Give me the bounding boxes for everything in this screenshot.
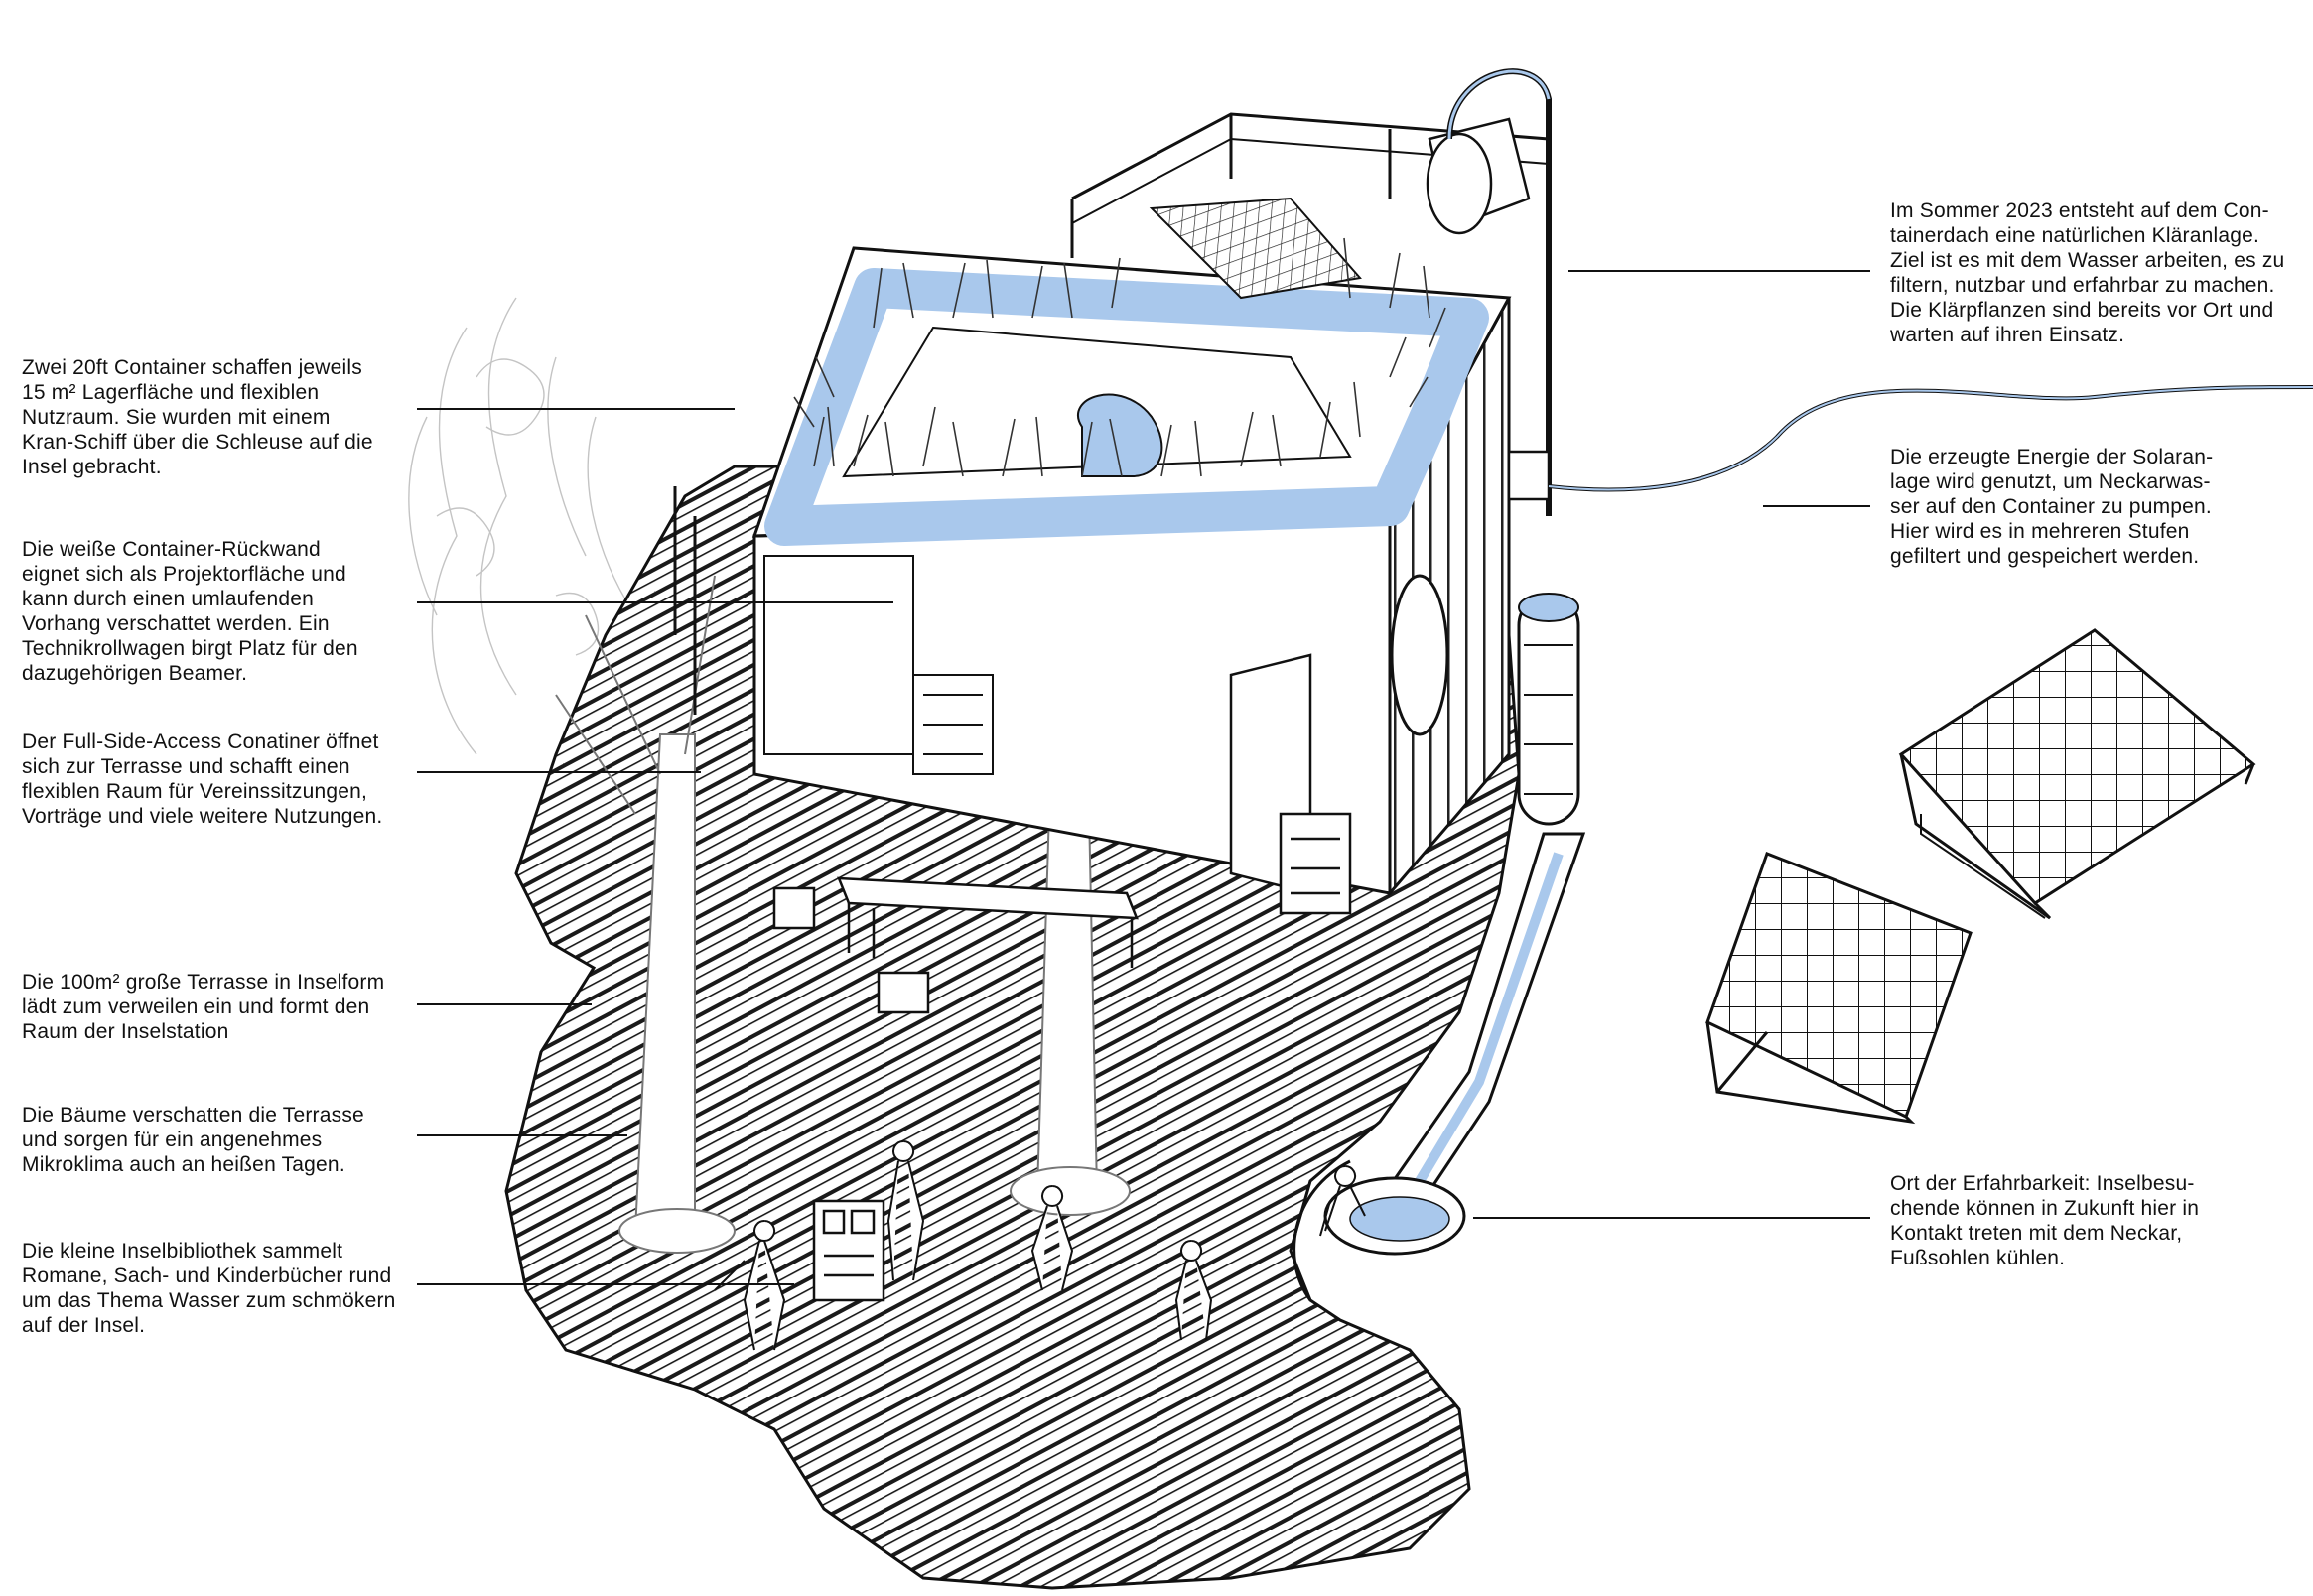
water-system xyxy=(1323,68,2313,1256)
annotation-line: ser auf den Container zu pumpen. xyxy=(1890,495,2212,518)
leader-line-trees xyxy=(417,1134,627,1136)
leader-line-terrace xyxy=(417,1003,592,1005)
annotation-line: Mikroklima auch an heißen Tagen. xyxy=(22,1153,345,1176)
annotation-line: Die Klärpflanzen sind bereits vor Ort un… xyxy=(1890,299,2274,322)
annotation-rear-wall: Die weiße Container-Rückwand eignet sich… xyxy=(22,537,358,686)
roof-wetland xyxy=(751,112,1551,546)
annotation-line: Kontakt treten mit dem Neckar, xyxy=(1890,1222,2183,1245)
annotation-line: lage wird genutzt, um Neckarwas- xyxy=(1890,470,2211,493)
leader-line-side-access xyxy=(417,771,701,773)
annotation-line: eignet sich als Projektorfläche und xyxy=(22,563,346,586)
leader-line-experience xyxy=(1473,1217,1870,1219)
annotation-line: Vorträge und viele weitere Nutzungen. xyxy=(22,805,383,828)
annotation-line: chende können in Zukunft hier in xyxy=(1890,1197,2200,1220)
leader-line-rear-wall xyxy=(417,601,893,603)
annotation-line: tainerdach eine natürlichen Kläranlage. xyxy=(1890,224,2260,247)
annotation-line: lädt zum verweilen ein und formt den xyxy=(22,996,370,1018)
annotation-line: und sorgen für ein angenehmes xyxy=(22,1129,323,1151)
annotation-line: Kran-Schiff über die Schleuse auf die xyxy=(22,431,373,454)
annotation-line: Die kleine Inselbibliothek sammelt xyxy=(22,1240,343,1263)
annotation-line: warten auf ihren Einsatz. xyxy=(1890,324,2125,346)
annotation-line: Die 100m² große Terrasse in Inselform xyxy=(22,971,385,994)
annotation-line: Die Bäume verschatten die Terrasse xyxy=(22,1104,364,1127)
annotation-line: kann durch einen umlaufenden xyxy=(22,588,314,610)
annotation-line: Insel gebracht. xyxy=(22,456,162,478)
leader-line-containers xyxy=(417,408,735,410)
annotation-wetland: Im Sommer 2023 entsteht auf dem Con- tai… xyxy=(1890,199,2284,347)
solar-panel-upper xyxy=(1898,628,2256,920)
annotation-line: Die erzeugte Energie der Solaran- xyxy=(1890,446,2214,468)
container xyxy=(673,297,1511,898)
annotation-line: um das Thema Wasser zum schmökern xyxy=(22,1289,396,1312)
annotation-line: gefiltert und gespeichert werden. xyxy=(1890,545,2200,568)
annotation-line: Hier wird es in mehreren Stufen xyxy=(1890,520,2190,543)
annotation-line: dazugehörigen Beamer. xyxy=(22,662,248,685)
annotation-line: auf der Insel. xyxy=(22,1314,146,1337)
tree-trunk-left xyxy=(555,575,736,1254)
annotation-line: filtern, nutzbar und erfahrbar zu machen… xyxy=(1890,274,2275,297)
annotation-line: Vorhang verschattet werden. Ein xyxy=(22,612,330,635)
annotation-side-access: Der Full-Side-Access Conatiner öffnet si… xyxy=(22,730,382,829)
annotation-line: 15 m² Lagerfläche und flexiblen xyxy=(22,381,320,404)
annotation-line: Ort der Erfahrbarkeit: Inselbesu- xyxy=(1890,1172,2195,1195)
library-cart xyxy=(812,1199,885,1302)
annotation-line: Die weiße Container-Rückwand xyxy=(22,538,321,561)
annotation-library: Die kleine Inselbibliothek sammelt Roman… xyxy=(22,1239,396,1338)
people xyxy=(714,1140,1366,1351)
annotation-containers: Zwei 20ft Container schaffen jeweils 15 … xyxy=(22,355,373,479)
annotation-terrace: Die 100m² große Terrasse in Inselform lä… xyxy=(22,970,384,1044)
annotation-line: flexiblen Raum für Vereinssitzungen, xyxy=(22,780,368,803)
annotation-line: Zwei 20ft Container schaffen jeweils xyxy=(22,356,362,379)
annotation-experience: Ort der Erfahrbarkeit: Inselbesu- chende… xyxy=(1890,1171,2199,1270)
leader-line-solar xyxy=(1763,505,1870,507)
annotation-line: Romane, Sach- und Kinderbücher rund xyxy=(22,1264,392,1287)
annotation-solar: Die erzeugte Energie der Solaran- lage w… xyxy=(1890,445,2213,569)
annotation-line: Der Full-Side-Access Conatiner öffnet xyxy=(22,731,379,753)
annotation-line: Im Sommer 2023 entsteht auf dem Con- xyxy=(1890,200,2269,222)
annotation-line: Nutzraum. Sie wurden mit einem xyxy=(22,406,331,429)
annotation-trees: Die Bäume verschatten die Terrasse und s… xyxy=(22,1103,364,1177)
leader-line-wetland xyxy=(1568,270,1870,272)
annotation-line: Ziel ist es mit dem Wasser arbeiten, es … xyxy=(1890,249,2285,272)
furniture xyxy=(772,812,1352,1014)
solar-panel-lower xyxy=(1705,852,1973,1125)
annotation-line: Technikrollwagen birgt Platz für den xyxy=(22,637,358,660)
leader-line-library xyxy=(417,1283,794,1285)
annotation-line: Raum der Inselstation xyxy=(22,1020,229,1043)
annotation-line: Fußsohlen kühlen. xyxy=(1890,1247,2066,1269)
annotation-line: sich zur Terrasse und schafft einen xyxy=(22,755,350,778)
